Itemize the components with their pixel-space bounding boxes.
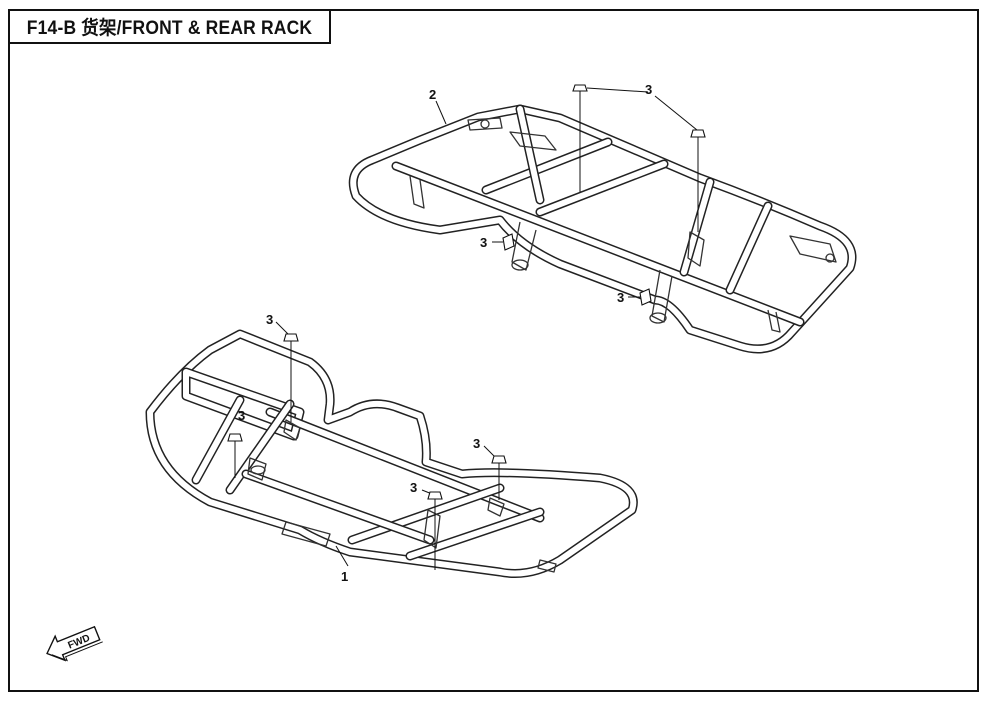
callout-bolt-rear-right: 3 [617, 290, 624, 305]
callout-part-1: 1 [341, 569, 348, 584]
bolt-icon [639, 288, 652, 306]
title-box: F14-B 货架/FRONT & REAR RACK [8, 9, 331, 44]
callout-bolt-front-right: 3 [473, 436, 480, 451]
drawing-frame [8, 9, 979, 692]
bolt-icon [227, 433, 243, 478]
bolt-icon [690, 129, 706, 232]
bolt-icon [502, 233, 515, 251]
bolt-icon [491, 455, 507, 500]
callout-bolt-front-left: 3 [266, 312, 273, 327]
callout-bolt-rear-left: 3 [480, 235, 487, 250]
page-title: F14-B 货架/FRONT & REAR RACK [26, 18, 313, 39]
callout-part-2: 2 [429, 87, 436, 102]
bolt-icon [572, 84, 588, 192]
callout-bolt-front-left-lower: 3 [238, 408, 245, 423]
bolt-icon [427, 491, 443, 570]
front-rack [145, 329, 638, 578]
callout-bolt-top: 3 [645, 82, 652, 97]
arrow-forward-icon: FWD [46, 625, 103, 662]
bolt-icon [283, 333, 299, 422]
rear-rack [348, 104, 857, 354]
callout-bolt-front-center: 3 [410, 480, 417, 495]
